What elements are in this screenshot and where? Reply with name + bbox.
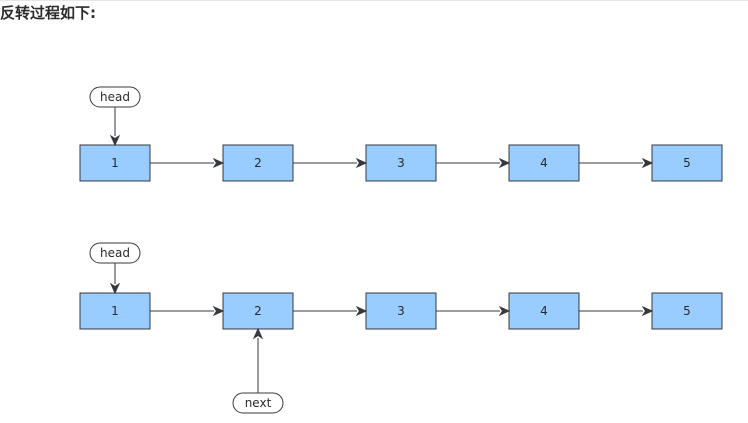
pointer-arrow: [109, 107, 121, 147]
node-box: [508, 292, 580, 330]
node-value: 5: [683, 156, 691, 170]
linked-list-2: 1 2 3 4 5 head next: [79, 242, 723, 414]
node-box: [79, 292, 151, 330]
next-arrow-head: [498, 305, 511, 317]
next-arrow-head: [498, 157, 511, 169]
pointer-arrow-head: [109, 134, 121, 147]
next-arrow: [436, 305, 511, 317]
next-arrow: [436, 157, 511, 169]
pointer-label: next: [245, 396, 272, 410]
node-box: [651, 144, 723, 182]
node-value: 1: [111, 156, 119, 170]
node-box: [79, 144, 151, 182]
list-node: 5: [651, 144, 723, 182]
node-box: [222, 144, 294, 182]
head-pointer: head: [89, 242, 141, 295]
next-arrow-head: [641, 157, 654, 169]
list-node: 3: [365, 292, 437, 330]
node-value: 3: [397, 156, 405, 170]
node-value: 1: [111, 304, 119, 318]
next-arrow: [579, 157, 654, 169]
next-arrow: [150, 157, 225, 169]
next-arrow: [579, 305, 654, 317]
node-value: 2: [254, 156, 262, 170]
list-node: 3: [365, 144, 437, 182]
section-heading: 反转过程如下:: [0, 4, 96, 22]
list-node: 1: [79, 144, 151, 182]
top-divider: [0, 0, 748, 1]
next-arrow-head: [355, 157, 368, 169]
pointer-label: head: [100, 90, 130, 104]
head-pointer: head: [89, 86, 141, 147]
next-arrow: [293, 157, 368, 169]
node-value: 5: [683, 304, 691, 318]
list-node: 1: [79, 292, 151, 330]
list-node: 5: [651, 292, 723, 330]
list-node: 4: [508, 144, 580, 182]
node-value: 2: [254, 304, 262, 318]
list-node: 4: [508, 292, 580, 330]
next-arrow-head: [212, 305, 225, 317]
pointer-arrow-head: [252, 327, 264, 340]
next-pointer: next: [232, 327, 284, 414]
node-box: [365, 292, 437, 330]
pointer-arrow: [109, 263, 121, 295]
node-value: 4: [540, 156, 548, 170]
next-arrow: [293, 305, 368, 317]
pointer-arrow-head: [109, 282, 121, 295]
list-node: 2: [222, 292, 294, 330]
linked-list-1: 1 2 3 4 5 head: [79, 86, 723, 182]
pointer-arrow: [252, 327, 264, 393]
next-arrow: [150, 305, 225, 317]
next-arrow-head: [355, 305, 368, 317]
list-node: 2: [222, 144, 294, 182]
pointer-label: head: [100, 246, 130, 260]
next-arrow-head: [212, 157, 225, 169]
node-value: 3: [397, 304, 405, 318]
next-arrow-head: [641, 305, 654, 317]
node-box: [222, 292, 294, 330]
node-value: 4: [540, 304, 548, 318]
